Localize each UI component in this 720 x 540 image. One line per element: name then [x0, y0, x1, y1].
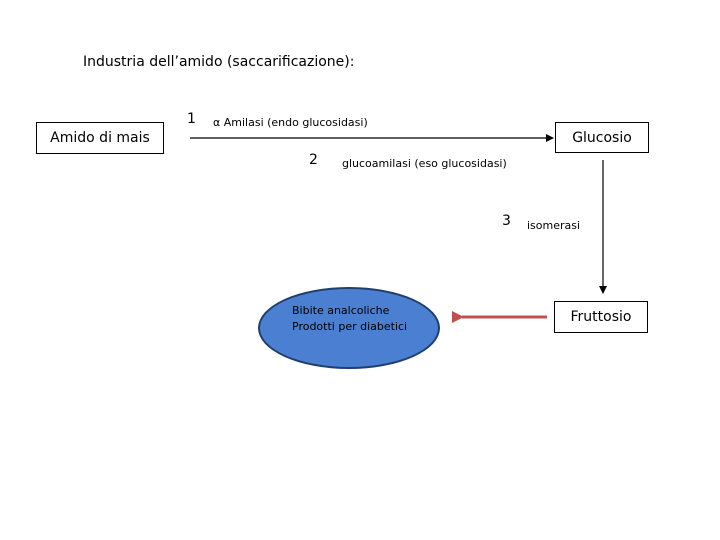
step-1-label: α Amilasi (endo glucosidasi) — [213, 116, 368, 129]
step-1-number: 1 — [187, 111, 196, 127]
amido-di-mais-box: Amido di mais — [36, 122, 164, 154]
product-line-1: Bibite analcoliche — [292, 304, 390, 317]
glucosio-box: Glucosio — [555, 122, 649, 153]
glucosio-label: Glucosio — [572, 129, 632, 146]
step-3-label: isomerasi — [527, 219, 581, 232]
step-3-number: 3 — [502, 213, 511, 229]
fruttosio-label: Fruttosio — [570, 309, 632, 325]
page-title: Industria dell’amido (saccarificazione): — [83, 54, 355, 70]
step-2-label: glucoamilasi (eso glucosidasi) — [342, 157, 507, 170]
product-line-2: Prodotti per diabetici — [292, 320, 408, 333]
products-text: Bibite analcoliche Prodotti per diabetic… — [292, 303, 407, 335]
step-2-number: 2 — [309, 152, 318, 168]
amido-di-mais-label: Amido di mais — [50, 130, 150, 146]
products-ellipse — [258, 287, 440, 369]
fruttosio-box: Fruttosio — [554, 301, 648, 333]
